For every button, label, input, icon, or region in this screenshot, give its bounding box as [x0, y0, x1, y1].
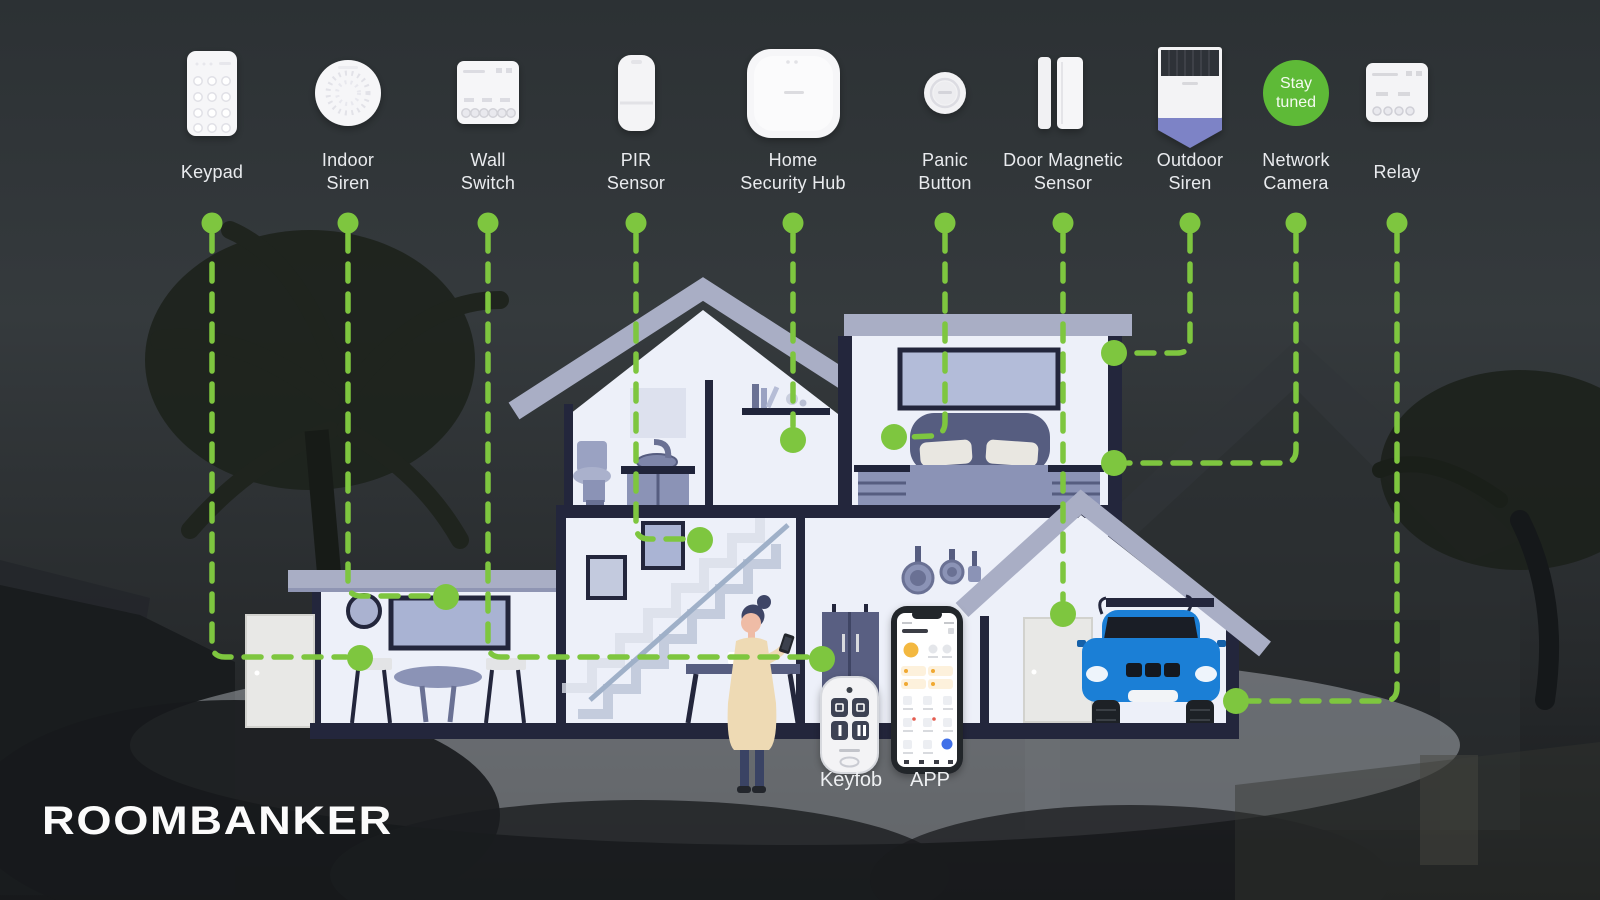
device-label-wall-switch: Wall Switch — [460, 150, 516, 193]
outdoor-siren-icon — [1158, 47, 1222, 148]
connector-lines — [209, 231, 1400, 704]
bedroom — [838, 314, 1132, 507]
garage-door-rail — [1106, 598, 1214, 607]
keypad-icon — [187, 51, 237, 136]
connector-panic-button — [905, 231, 948, 440]
door-magnetic-sensor-icon — [1038, 57, 1083, 129]
wall-switch-icon — [457, 61, 519, 124]
pillow — [919, 439, 973, 467]
keyfob-remote — [820, 676, 879, 774]
device-label-home-security-hub: Home Security Hub — [740, 150, 846, 193]
stair-window — [641, 521, 685, 570]
app-label: APP — [909, 769, 951, 791]
stay-tuned-badge-text: Stay tuned — [1275, 75, 1317, 111]
round-mirror — [346, 593, 382, 629]
device-label-indoor-siren: Indoor Siren — [321, 150, 375, 193]
round-table — [394, 666, 482, 723]
bedroom-window — [897, 347, 1061, 411]
car — [1077, 594, 1226, 735]
device-label-panic-button: Panic Button — [918, 150, 972, 193]
garage-interior-door — [1023, 617, 1093, 723]
device-label-keypad: Keypad — [180, 161, 244, 182]
keyfob-label: Keyfob — [819, 769, 883, 791]
indoor-siren-icon — [315, 60, 381, 126]
stay-tuned-badge: Stay tuned — [1263, 60, 1329, 126]
toilet — [573, 441, 611, 505]
entry-door — [245, 614, 315, 728]
connector-wall-switch — [485, 231, 811, 660]
device-icons — [187, 47, 1428, 148]
connector-outdoor-siren — [1125, 231, 1193, 356]
device-label-network-camera: Network Camera — [1262, 150, 1330, 193]
connector-indoor-siren — [345, 231, 435, 599]
device-label-relay: Relay — [1373, 161, 1421, 182]
device-label-outdoor-siren: Outdoor Siren — [1156, 150, 1224, 193]
staircase — [562, 518, 790, 719]
connector-keypad — [209, 231, 349, 660]
palm-trees — [145, 221, 1600, 710]
panic-button-icon — [924, 72, 966, 114]
device-label-pir-sensor: PIR Sensor — [606, 150, 666, 193]
woman-figure — [727, 595, 795, 793]
smartphone-app — [891, 606, 963, 774]
connector-relay — [1247, 231, 1400, 704]
wall-picture — [586, 555, 627, 600]
kitchen-pans — [901, 546, 981, 595]
bed — [902, 465, 1058, 507]
connector-pir-sensor — [633, 231, 689, 542]
device-label-door-magnetic-sensor: Door Magnetic Sensor — [1003, 150, 1123, 193]
nightstand — [854, 465, 910, 506]
brand-logo: ROOMBANKER — [42, 799, 393, 843]
relay-icon — [1366, 63, 1428, 122]
home-security-hub-icon — [747, 49, 840, 138]
pillow — [985, 439, 1039, 467]
connector-network-camera — [1125, 231, 1299, 466]
foreground-foliage — [0, 700, 1600, 900]
pir-sensor-icon — [618, 55, 655, 131]
stool — [484, 658, 526, 724]
connector-dots — [201, 212, 1408, 714]
